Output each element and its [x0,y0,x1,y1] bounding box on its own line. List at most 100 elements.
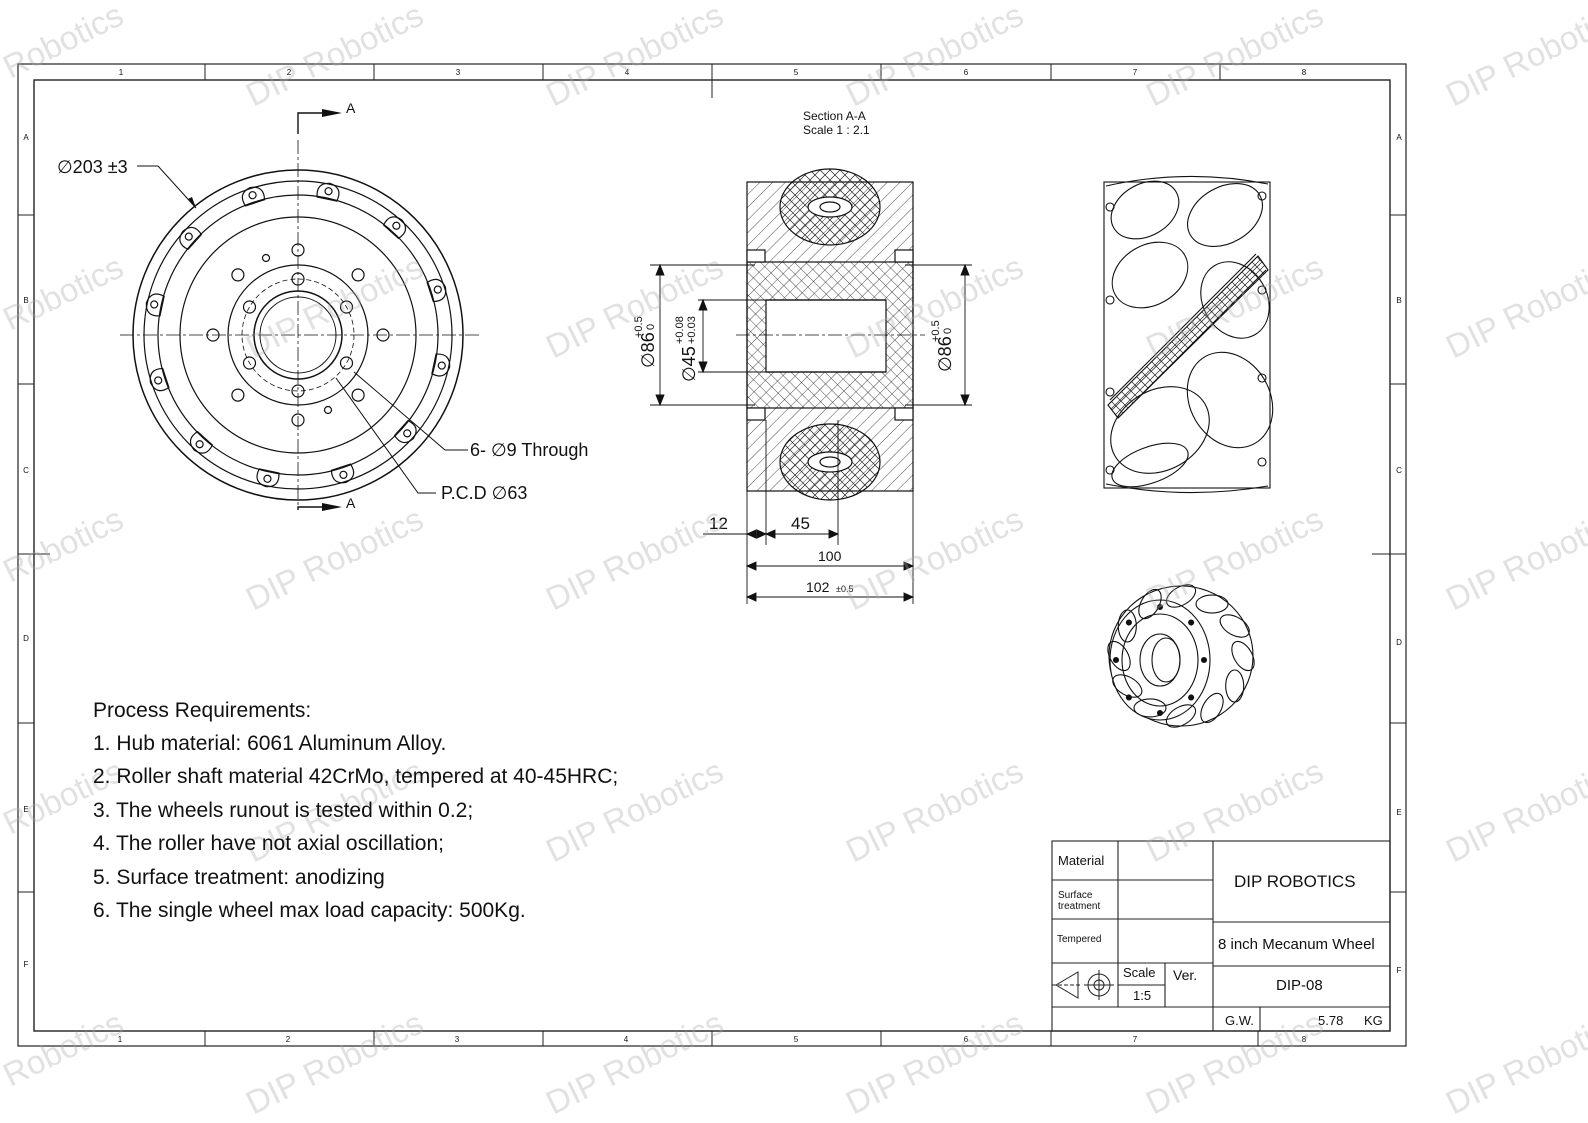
dim-102: 102 [806,579,830,595]
roller-bracket [145,293,165,317]
process-requirements-title: Process Requirements: [93,699,312,722]
col-label-top: 6 [964,68,969,77]
row-label-right: D [1396,638,1402,647]
list-item: 2. Roller shaft material 42CrMo, tempere… [93,765,619,789]
iso-roller [1117,609,1137,643]
mount-hole [291,413,305,427]
iso-hole [1112,656,1120,664]
dim-86-left-tol-lower: 0 [645,324,657,330]
roller-bracket [256,468,280,488]
roller-bracket [393,419,417,444]
list-item: 1. Hub material: 6061 Aluminum Alloy. [93,732,447,755]
dim-86-right-tol-lower: 0 [942,328,954,334]
bolt-hole [291,384,305,398]
gross-weight-value: 5.78 [1318,1013,1344,1028]
iso-hole [1200,656,1208,664]
bolt-hole [339,356,354,370]
mount-hole [351,268,365,282]
front-view [120,109,480,511]
surface-treatment-label-line1: Surface [1058,890,1093,901]
dim-45-length: 45 [791,514,810,533]
col-label-top: 3 [456,68,461,77]
col-label-top: 7 [1133,68,1138,77]
holes-label: 6- ∅9 Through [470,440,588,460]
dim-45: ∅45 [679,346,699,382]
product-name: 8 inch Mecanum Wheel [1218,936,1375,953]
outer-diameter-label: ∅203 ±3 [57,157,128,177]
col-label-bottom: 2 [286,1035,291,1044]
dim-102-tol: ±0.5 [836,584,853,594]
iso-roller [1225,669,1245,703]
list-item: 3. The wheels runout is tested within 0.… [93,798,474,822]
col-label-bottom: 7 [1133,1035,1138,1044]
section-marker-bottom: A [346,495,356,511]
roller-bracket [179,226,203,251]
row-label-right: F [1397,966,1402,975]
material-label: Material [1058,853,1105,868]
iso-hole [1188,619,1195,626]
iso-roller [1165,704,1197,728]
iso-roller [1112,674,1143,698]
iso-hole [1188,694,1195,701]
col-label-top: 8 [1302,68,1307,77]
section-view [650,168,972,604]
col-label-top: 2 [287,68,292,77]
col-label-bottom: 6 [964,1035,969,1044]
company-name: DIP ROBOTICS [1234,872,1356,891]
mount-hole [291,243,305,257]
list-item: 5. Surface treatment: anodizing [93,865,385,889]
roller-bracket [189,430,214,454]
mount-hole [206,328,220,342]
process-requirements-list: 1. Hub material: 6061 Aluminum Alloy. 2.… [93,727,618,927]
col-label-top: 5 [794,68,799,77]
row-label-left: A [23,133,29,142]
scale-label: Scale [1123,965,1156,980]
iso-hole [1125,694,1132,701]
mount-hole [231,388,245,402]
bolt-hole [242,300,257,314]
row-label-right: E [1396,808,1401,817]
row-label-right: A [1396,133,1402,142]
iso-hole [1125,619,1132,626]
gross-weight-unit: KG [1364,1013,1383,1028]
row-label-left: B [23,296,28,305]
version-label: Ver. [1173,967,1198,983]
list-item: 4. The roller have not axial oscillation… [93,832,444,856]
tempered-label: Tempered [1057,934,1102,945]
dim-86-left: ∅86 [638,332,658,368]
part-number: DIP-08 [1276,977,1323,994]
bolt-hole [339,300,354,314]
dim-12: 12 [709,514,728,533]
col-label-bottom: 8 [1302,1035,1307,1044]
small-hole [261,253,271,263]
isometric-view [1107,584,1255,728]
dim-86-right: ∅86 [935,336,955,372]
roller-bracket [330,463,355,484]
row-label-right: B [1396,296,1401,305]
section-title: Section A-A [803,109,866,123]
process-requirements: Process Requirements: 1. Hub material: 6… [93,694,618,927]
iso-hole [1156,709,1164,717]
list-item: 6. The single wheel max load capacity: 5… [93,898,526,922]
col-label-bottom: 5 [794,1035,799,1044]
bolt-hole [291,272,305,286]
title-block: Material Surface treatment Tempered DIP … [1052,841,1390,1031]
surface-treatment-label-line2: treatment [1058,901,1101,912]
section-scale: Scale 1 : 2.1 [803,123,870,137]
row-label-right: C [1396,466,1402,475]
iso-hole [1156,603,1164,611]
col-label-top: 1 [119,68,124,77]
zone-ticks [18,64,1406,1046]
iso-roller [1107,640,1131,672]
section-marker-top: A [346,100,356,116]
dim-100: 100 [818,548,842,564]
roller-bracket [426,278,447,303]
iso-roller [1165,584,1197,608]
mount-hole [351,388,365,402]
dim-86-left-tol-upper: +0.5 [633,316,645,338]
mount-hole [376,328,390,342]
iso-roller [1195,594,1229,614]
col-label-bottom: 4 [624,1035,629,1044]
row-label-left: E [23,805,28,814]
